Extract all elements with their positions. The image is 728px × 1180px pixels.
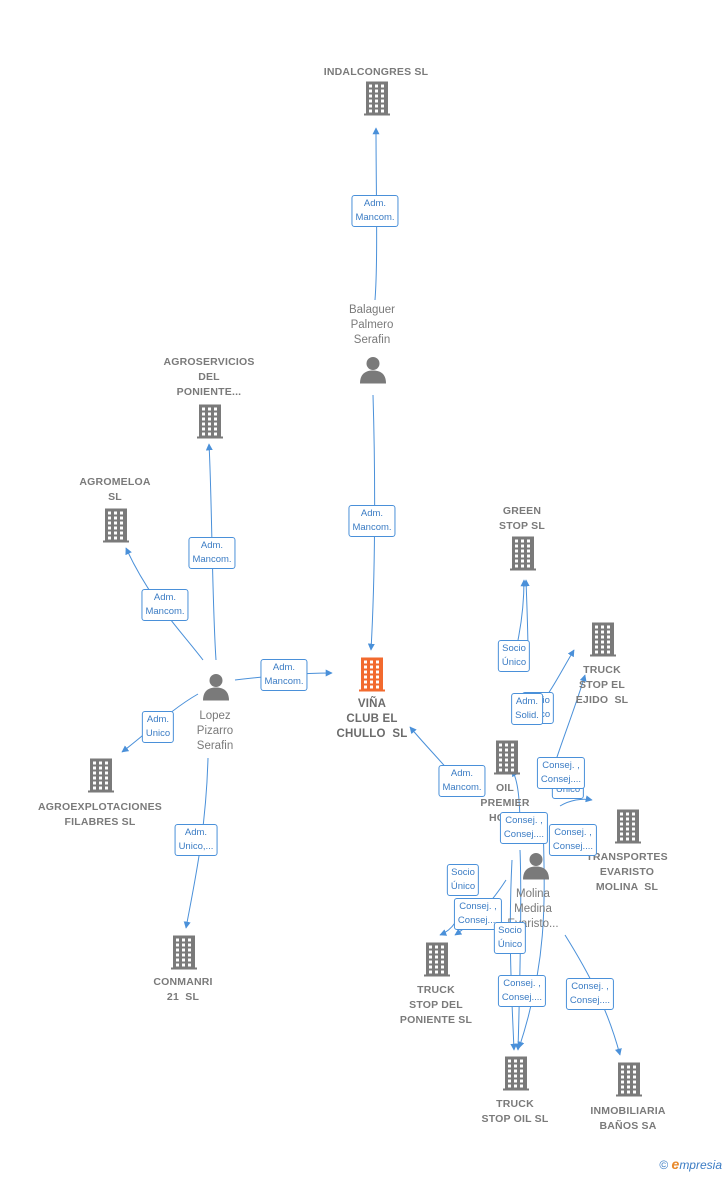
node-label[interactable]: TRUCK STOP EL EJIDO SL bbox=[575, 664, 629, 706]
relation-edge bbox=[509, 859, 518, 1051]
relation-label[interactable]: Consej. , Consej.... bbox=[548, 824, 598, 856]
building-icon[interactable] bbox=[615, 809, 641, 849]
building-icon[interactable] bbox=[616, 1062, 642, 1102]
relation-edge bbox=[517, 819, 545, 1049]
building-icon[interactable] bbox=[590, 622, 616, 662]
relation-edge bbox=[559, 795, 593, 807]
building-icon[interactable] bbox=[197, 404, 223, 444]
node-label[interactable]: INDALCONGRES SL bbox=[323, 66, 429, 78]
relation-label[interactable]: Consej. , Consej.... bbox=[536, 757, 586, 789]
relation-label[interactable]: Adm. Solid. bbox=[511, 693, 543, 725]
relation-edge bbox=[555, 674, 587, 761]
relation-label[interactable]: Socio Único bbox=[493, 922, 527, 954]
node-label[interactable]: AGROEXPLOTACIONES FILABRES SL bbox=[38, 801, 162, 828]
relation-label[interactable]: Adm. Mancom. bbox=[188, 537, 236, 569]
building-icon[interactable] bbox=[88, 758, 114, 798]
relation-edge bbox=[517, 579, 528, 641]
node-label[interactable]: TRUCK STOP DEL PONIENTE SL bbox=[399, 984, 473, 1026]
building-icon[interactable] bbox=[103, 508, 129, 548]
building-icon[interactable] bbox=[510, 536, 536, 576]
building-icon[interactable] bbox=[359, 657, 385, 697]
relation-label[interactable]: Socio Único bbox=[446, 864, 480, 896]
relation-label[interactable]: Adm. Mancom. bbox=[260, 659, 308, 691]
node-label[interactable]: VIÑA CLUB EL CHULLO SL bbox=[336, 698, 408, 740]
node-label[interactable]: CONMANRI 21 SL bbox=[153, 976, 213, 1003]
relation-label[interactable]: Consej. , Consej.... bbox=[499, 812, 549, 844]
building-icon[interactable] bbox=[503, 1056, 529, 1096]
building-icon[interactable] bbox=[171, 935, 197, 975]
node-label[interactable]: TRUCK STOP OIL SL bbox=[481, 1098, 549, 1125]
node-label[interactable]: AGROSERVICIOS DEL PONIENTE... bbox=[163, 356, 255, 398]
relation-label[interactable]: Adm. Mancom. bbox=[438, 765, 486, 797]
building-icon[interactable] bbox=[494, 740, 520, 780]
relation-label[interactable]: Adm. Mancom. bbox=[351, 195, 399, 227]
person-icon[interactable] bbox=[202, 673, 230, 706]
person-icon[interactable] bbox=[359, 356, 387, 389]
building-icon[interactable] bbox=[364, 81, 390, 121]
relation-label[interactable]: Adm. Mancom. bbox=[348, 505, 396, 537]
node-label[interactable]: GREEN STOP SL bbox=[499, 505, 545, 532]
node-label[interactable]: Balaguer Palmero Serafin bbox=[348, 304, 396, 346]
empresia-logo: e bbox=[671, 1156, 680, 1172]
node-label[interactable]: TRANSPORTES EVARISTO MOLINA SL bbox=[586, 851, 668, 893]
node-label[interactable]: Lopez Pizarro Serafin bbox=[196, 710, 234, 752]
person-icon[interactable] bbox=[522, 852, 550, 885]
relation-label[interactable]: Socio Único bbox=[497, 640, 531, 672]
copyright-icon: © bbox=[659, 1158, 669, 1172]
node-label[interactable]: AGROMELOA SL bbox=[79, 476, 151, 503]
node-label[interactable]: INMOBILIARIA BAÑOS SA bbox=[590, 1105, 666, 1132]
relation-label[interactable]: Adm. Unico bbox=[141, 711, 175, 743]
empresia-watermark: © empresia bbox=[659, 1156, 722, 1172]
relation-label[interactable]: Adm. Mancom. bbox=[141, 589, 189, 621]
building-icon[interactable] bbox=[424, 942, 450, 982]
relation-label[interactable]: Adm. Unico,... bbox=[174, 824, 218, 856]
relation-label[interactable]: Consej. , Consej.... bbox=[565, 978, 615, 1010]
empresia-logo-text: mpresia bbox=[679, 1158, 722, 1172]
relation-label[interactable]: Consej. , Consej.... bbox=[497, 975, 547, 1007]
